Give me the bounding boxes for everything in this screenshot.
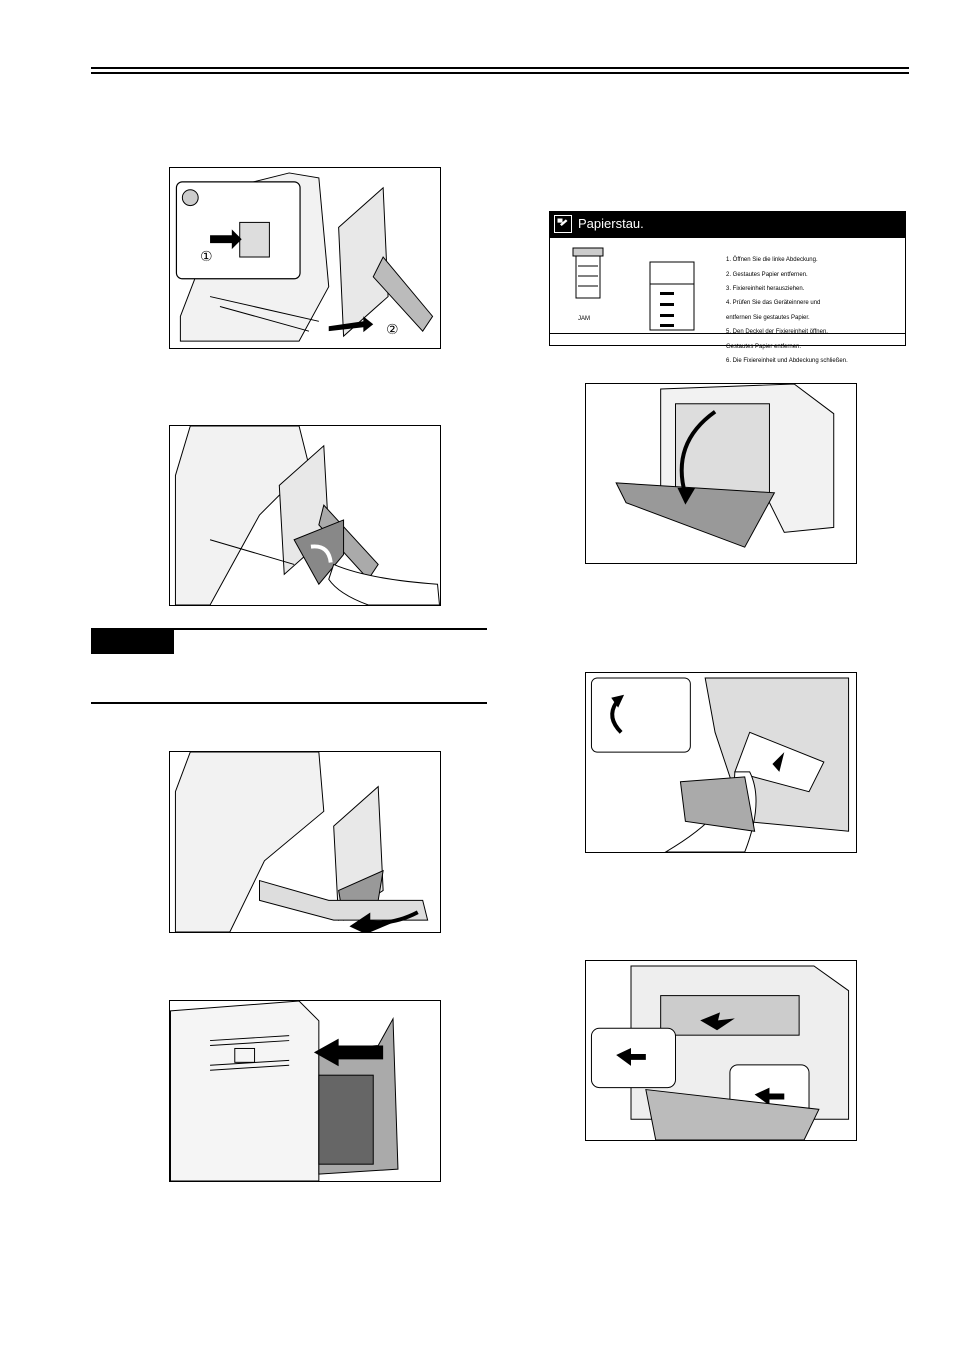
callout-2: ② xyxy=(386,322,398,338)
header-rule-secondary xyxy=(91,72,909,74)
jam-label: JAM xyxy=(578,316,590,322)
figure-close-left-cover xyxy=(169,751,441,933)
panel-footer xyxy=(550,333,905,345)
jam-steps: 1. Öffnen Sie die linke Abdeckung. 2. Ge… xyxy=(726,250,848,372)
figure-open-rear-cover xyxy=(585,383,857,564)
paper-jam-icon xyxy=(554,215,572,233)
step-6: 6. Die Fixiereinheit und Abdeckung schli… xyxy=(726,358,848,365)
machine-diagram-icon xyxy=(649,261,695,331)
header-rule xyxy=(91,67,909,69)
jam-machine-small-icon xyxy=(572,247,604,299)
step-5-cont: Gestautes Papier entfernen. xyxy=(726,343,802,350)
figure-remove-paper-rear xyxy=(585,672,857,853)
note-top-rule xyxy=(91,628,487,630)
panel-header: Papierstau. xyxy=(550,212,905,238)
step-4: 4. Prüfen Sie das Geräteinnere und xyxy=(726,300,821,307)
callout-1: ① xyxy=(200,249,212,265)
note-badge xyxy=(91,628,174,654)
jam-message-panel: Papierstau. JAM 1. Öffnen Sie die linke … xyxy=(549,211,906,364)
step-2: 2. Gestautes Papier entfernen. xyxy=(726,271,808,278)
step-4-cont: entfernen Sie gestautes Papier. xyxy=(726,314,810,321)
panel-title: Papierstau. xyxy=(578,216,644,231)
panel-body: JAM 1. Öffnen Sie die linke Abdeckung. 2… xyxy=(550,238,905,364)
note-bottom-rule xyxy=(91,702,487,704)
figure-fuser-unit xyxy=(585,960,857,1141)
step-5: 5. Den Deckel der Fixiereinheit öffnen. xyxy=(726,329,828,336)
figure-insert-drawer xyxy=(169,1000,441,1182)
arrow-icon xyxy=(210,229,242,250)
figure-open-left-cover: ① ② xyxy=(169,167,441,349)
step-3: 3. Fixiereinheit herausziehen. xyxy=(726,286,805,293)
step-1: 1. Öffnen Sie die linke Abdeckung. xyxy=(726,257,818,264)
illustration-printer-left-cover: ① ② xyxy=(170,168,440,348)
figure-remove-paper-left xyxy=(169,425,441,606)
